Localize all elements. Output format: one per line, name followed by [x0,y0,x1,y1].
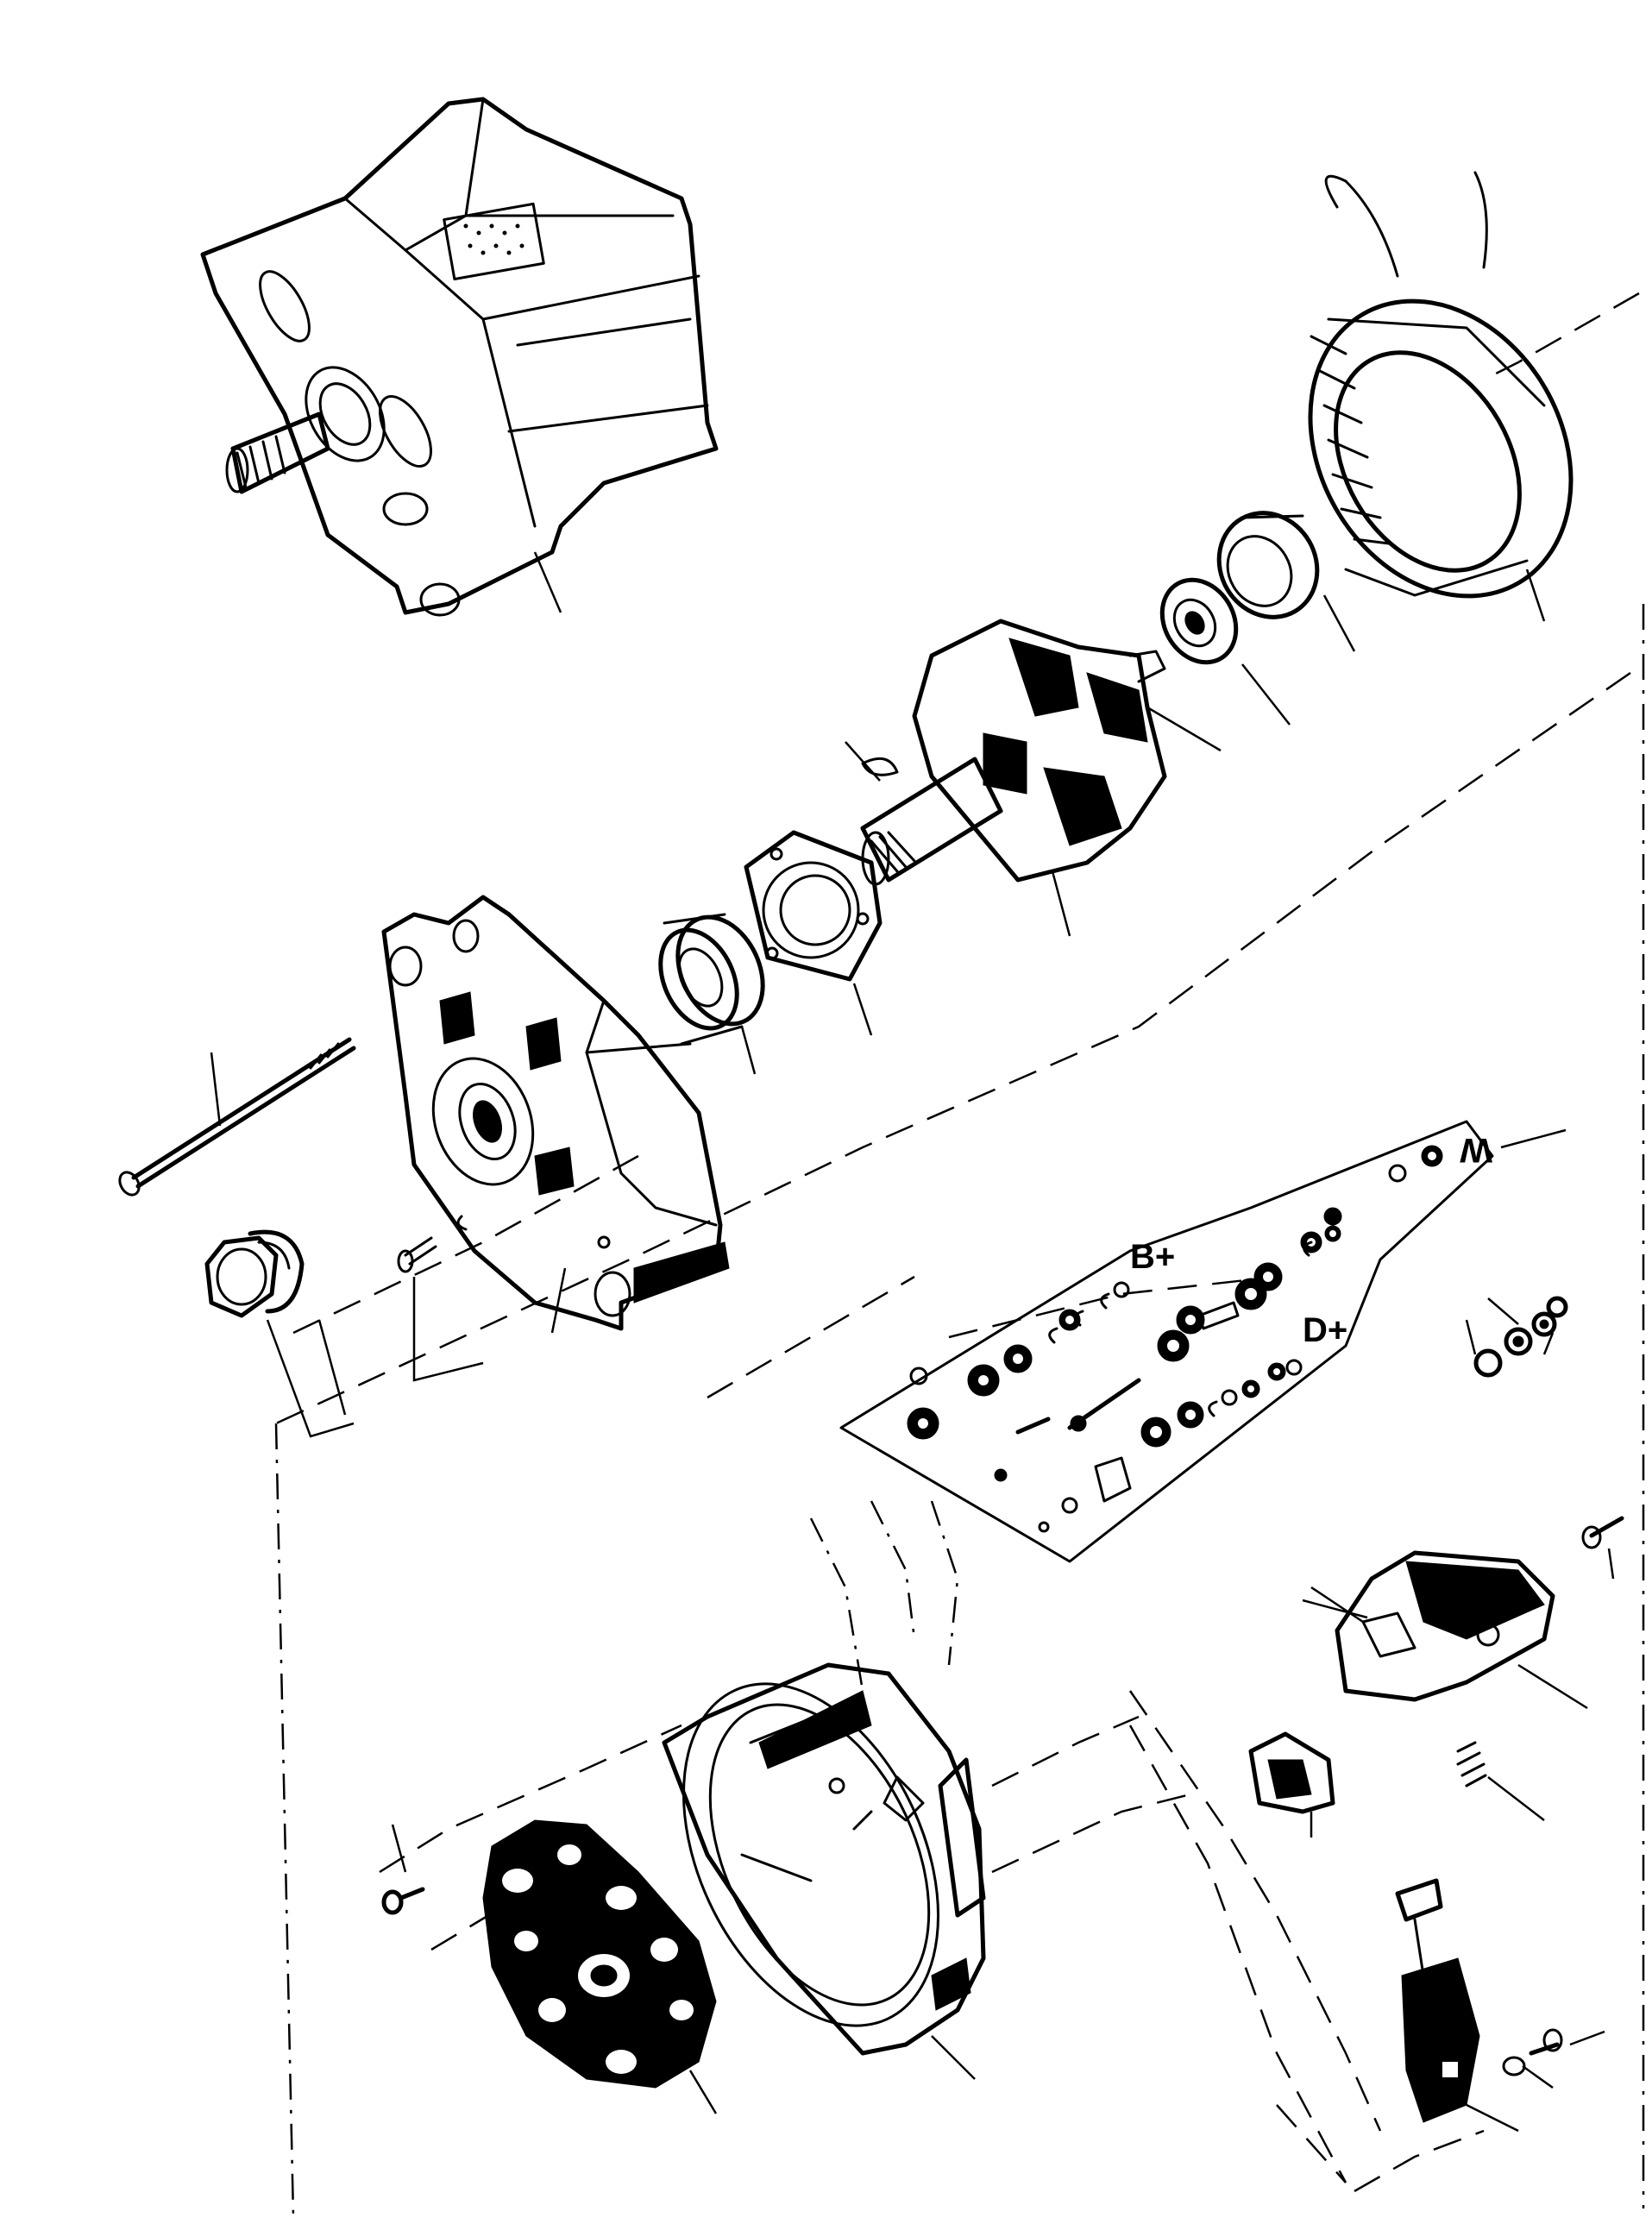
housing-vent-dots [463,223,524,255]
terminal-label-d-plus: D+ [1303,1311,1347,1349]
rectifier-screw [381,1824,425,1915]
terminal-label-w: W [1460,1131,1492,1169]
rectifier-diode-plate [482,1819,718,2114]
assembled-alternator [200,97,719,617]
through-bolt [118,1037,356,1197]
bearing-flange-plate [744,830,883,1036]
assembly-axis-lines [274,292,1645,2218]
bearing-front [658,913,765,1075]
bearing-ring [1216,511,1356,652]
plate-small-rings [909,1241,1313,1533]
terminal-nuts [1465,1296,1568,1378]
stator [1308,171,1573,622]
suppression-capacitor [1395,1878,1605,2133]
brush-holder [1248,1731,1335,1838]
terminal-label-b-plus: B+ [1130,1238,1175,1276]
rotor [845,619,1222,937]
plate-washers [907,1145,1443,1448]
bearing-rear [1159,577,1291,726]
drive-end-shield [381,895,730,1334]
brush-spring [1456,1741,1545,1821]
rectifier-parts-plate: B+ D+ W [839,1120,1567,1563]
slip-ring-end-housing [662,1662,986,2080]
pulley-nut-washer-key [204,1215,484,1438]
voltage-regulator [1302,1516,1624,1710]
